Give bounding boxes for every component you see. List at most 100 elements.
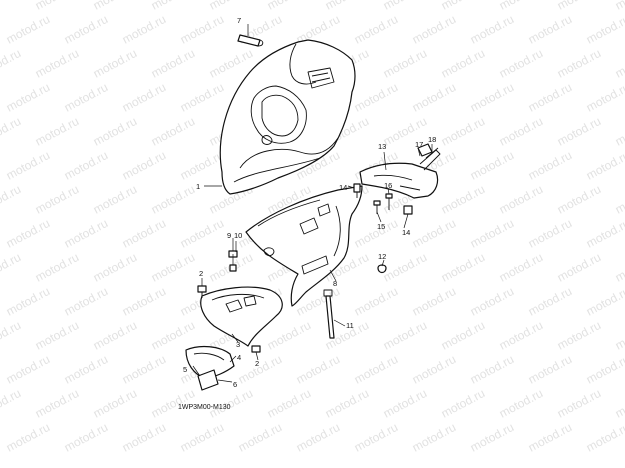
watermark-text: motod.ru [149, 0, 197, 13]
callout-label: 13 [378, 142, 386, 151]
watermark-text: motod.ru [410, 80, 458, 115]
lower-bracket-part [200, 286, 283, 347]
watermark-text: motod.ru [120, 80, 168, 115]
watermark-text: motod.ru [265, 318, 313, 353]
watermark-text: motod.ru [33, 386, 81, 421]
watermark-text: motod.ru [555, 182, 603, 217]
watermark-text: motod.ru [381, 318, 429, 353]
watermark-text: motod.ru [120, 216, 168, 251]
callout-labels: 1 2 2 3 4 5 6 7 8 9 10 11 12 13 14 14 15… [183, 16, 436, 389]
watermark-text: motod.ru [584, 352, 625, 387]
watermark-text: motod.ru [526, 420, 574, 455]
watermark-text: motod.ru [497, 182, 545, 217]
watermark-text: motod.ru [555, 0, 603, 13]
watermark-text: motod.ru [0, 386, 23, 421]
watermark-text: motod.ru [4, 284, 52, 319]
watermark-text: motod.ru [4, 352, 52, 387]
watermark-text: motod.ru [613, 114, 625, 149]
watermark-text: motod.ru [439, 318, 487, 353]
watermark-text: motod.ru [62, 80, 110, 115]
fastener-group [197, 143, 433, 353]
watermark-text: motod.ru [0, 0, 23, 13]
washer-part [377, 264, 387, 274]
watermark-text: motod.ru [410, 12, 458, 47]
watermark-text: motod.ru [62, 352, 110, 387]
watermark-text: motod.ru [120, 352, 168, 387]
watermark-text: motod.ru [526, 80, 574, 115]
watermark-text: motod.ru [497, 114, 545, 149]
watermark-text: motod.ru [149, 46, 197, 81]
callout-label: 7 [237, 16, 241, 25]
diagram-code: 1WP3M00-M130 [178, 404, 231, 411]
watermark-text: motod.ru [613, 0, 625, 13]
watermark-text: motod.ru [439, 250, 487, 285]
watermark-text: motod.ru [294, 352, 342, 387]
watermark-text: motod.ru [149, 182, 197, 217]
watermark-text: motod.ru [584, 148, 625, 183]
watermark-text: motod.ru [526, 216, 574, 251]
watermark-text: motod.ru [178, 80, 226, 115]
watermark-text: motod.ru [439, 0, 487, 13]
watermark-text: motod.ru [555, 114, 603, 149]
watermark-text: motod.ru [178, 216, 226, 251]
watermark-text: motod.ru [613, 46, 625, 81]
watermark-text: motod.ru [439, 46, 487, 81]
watermark-text: motod.ru [584, 12, 625, 47]
watermark-text: motod.ru [62, 148, 110, 183]
watermark-text: motod.ru [91, 46, 139, 81]
screw-part [403, 205, 413, 215]
watermark-text: motod.ru [468, 12, 516, 47]
watermark-text: motod.ru [497, 0, 545, 13]
callout-label: 18 [428, 135, 436, 144]
watermark-text: motod.ru [584, 216, 625, 251]
watermark-text: motod.ru [265, 386, 313, 421]
watermark-text: motod.ru [584, 284, 625, 319]
watermark-text: motod.ru [381, 386, 429, 421]
callout-label: 15 [377, 222, 385, 231]
watermark-text: motod.ru [410, 284, 458, 319]
watermark-text: motod.ru [352, 80, 400, 115]
watermark-text: motod.ru [178, 148, 226, 183]
watermark-text: motod.ru [323, 386, 371, 421]
watermark-text: motod.ru [62, 420, 110, 455]
watermark-text: motod.ru [555, 386, 603, 421]
watermark-text: motod.ru [584, 420, 625, 455]
watermark-text: motod.ru [33, 182, 81, 217]
callout-label: 6 [233, 380, 237, 389]
watermark-text: motod.ru [0, 318, 23, 353]
watermark-text: motod.ru [613, 318, 625, 353]
watermark-text: motod.ru [4, 216, 52, 251]
leader-lines [192, 24, 433, 383]
watermark-text: motod.ru [555, 46, 603, 81]
watermark-text: motod.ru [120, 420, 168, 455]
watermark-text: motod.ru [497, 386, 545, 421]
watermark-text: motod.ru [555, 250, 603, 285]
watermark-text: motod.ru [526, 284, 574, 319]
watermark-text: motod.ru [236, 420, 284, 455]
watermark-text: motod.ru [4, 420, 52, 455]
callout-label: 14 [402, 228, 410, 237]
plate-part [197, 369, 219, 391]
watermark-text: motod.ru [439, 386, 487, 421]
callout-label: 8 [333, 279, 337, 288]
screw-part [353, 183, 361, 198]
screw-part [385, 193, 393, 210]
watermark-text: motod.ru [33, 0, 81, 13]
watermark-text: motod.ru [468, 420, 516, 455]
watermark-text: motod.ru [352, 12, 400, 47]
watermark-text: motod.ru [526, 12, 574, 47]
watermark-text: motod.ru [352, 352, 400, 387]
strap-part [323, 289, 335, 339]
watermark-text: motod.ru [352, 420, 400, 455]
callout-label: 11 [346, 321, 354, 330]
watermark-text: motod.ru [207, 0, 255, 13]
watermark-text: motod.ru [410, 216, 458, 251]
callout-label: 12 [378, 252, 386, 261]
watermark-text: motod.ru [497, 46, 545, 81]
screw-part [229, 264, 237, 272]
callout-label: 17 [415, 140, 423, 149]
watermark-text: motod.ru [62, 12, 110, 47]
watermark-text: motod.ru [33, 250, 81, 285]
watermark-text: motod.ru [497, 318, 545, 353]
